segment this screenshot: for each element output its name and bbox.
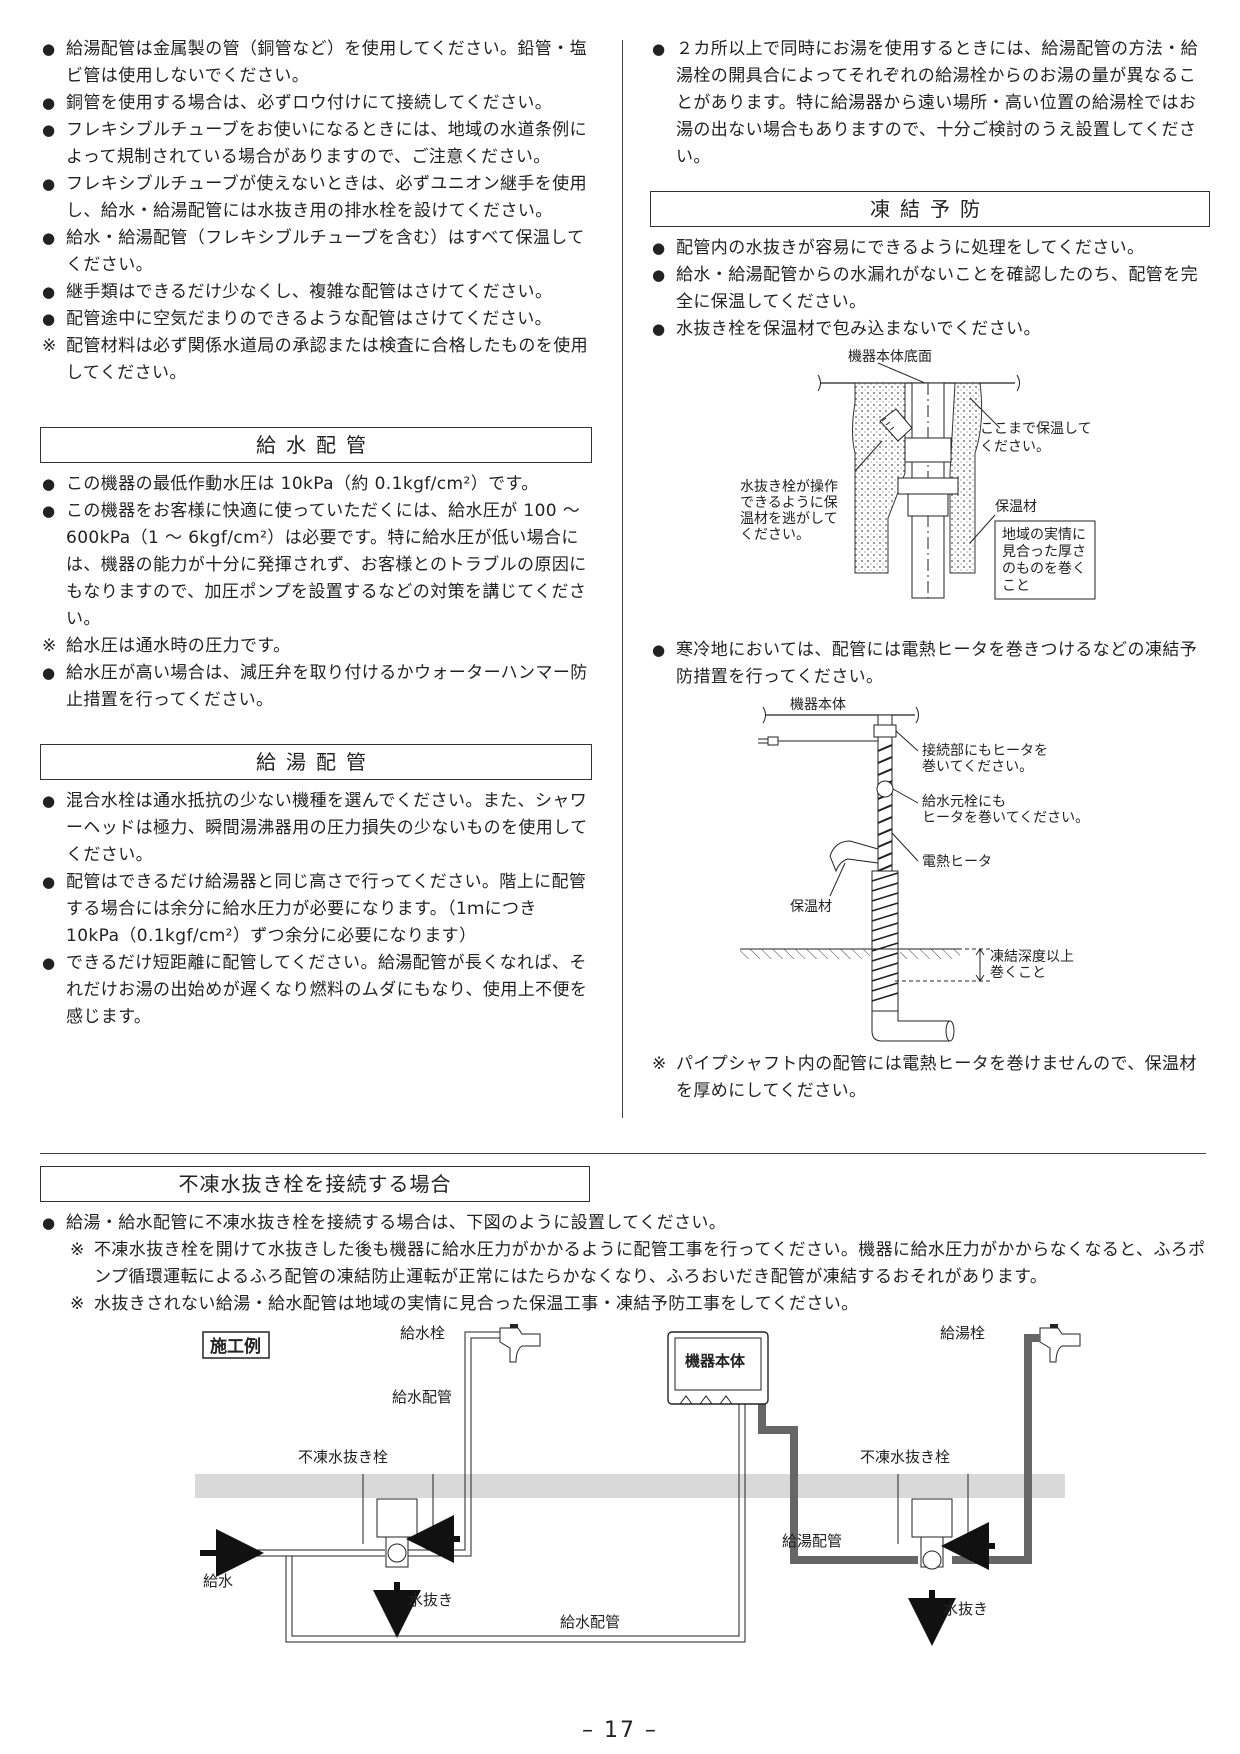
fig1-label-box-1: 地域の実情に xyxy=(1002,527,1086,543)
bullet-item: 給湯配管は金属製の管（銅管など）を使用してください。鉛管・塩ビ管は使用しないでく… xyxy=(40,36,592,90)
fig2-label-depth-1: 凍結深度以上 xyxy=(990,949,1074,965)
fig1-label-box-4: こと xyxy=(1002,578,1030,594)
note-item: 給水圧は通水時の圧力です。 xyxy=(40,633,592,660)
fig1-label-box-2: 見合った厚さ xyxy=(1002,544,1086,560)
hot-piping-heading: 給湯配管 xyxy=(40,744,592,780)
fig2-label-joint-2: 巻いてください。 xyxy=(922,759,1033,775)
freeze-prevention-heading: 凍結予防 xyxy=(650,191,1210,227)
supply-in-label: 給水 xyxy=(203,1572,233,1590)
faucet xyxy=(829,840,879,873)
hot-tap-icon xyxy=(1039,1327,1081,1363)
drain-left-label: 水抜き xyxy=(408,1591,453,1609)
heater-figure: 機器本体 xyxy=(650,691,1210,1051)
page-number: – 17 – xyxy=(582,1718,658,1743)
fig1-note-box xyxy=(994,520,1096,600)
bullet-item: 銅管を使用する場合は、必ずロウ付けにて接続してください。 xyxy=(40,90,592,117)
left-column: 給湯配管は金属製の管（銅管など）を使用してください。鉛管・塩ビ管は使用しないでく… xyxy=(40,36,592,1031)
example-tag xyxy=(202,1331,270,1359)
bullet-item: 配管内の水抜きが容易にできるように処理をしてください。 xyxy=(650,235,1210,262)
note-item: 水抜きされない給湯・給水配管は地域の実情に見合った保温工事・凍結予防工事をしてく… xyxy=(68,1291,1210,1318)
right-intro-list: ２カ所以上で同時にお湯を使用するときには、給湯配管の方法・給湯栓の開具合によって… xyxy=(650,36,1210,171)
bullet-item: できるだけ短距離に配管してください。給湯配管が長くなれば、それだけお湯の出始めが… xyxy=(40,950,592,1031)
example-label: 施工例 xyxy=(210,1336,261,1357)
pipe-shaft-note: パイプシャフト内の配管には電熱ヒータを巻けませんので、保温材を厚めにしてください… xyxy=(650,1051,1210,1105)
supply-valve xyxy=(876,780,894,798)
bullet-item: 混合水栓は通水抵抗の少ない機種を選んでください。また、シャワーヘッドは極力、瞬間… xyxy=(40,788,592,869)
hot-piping-list: 混合水栓は通水抵抗の少ない機種を選んでください。また、シャワーヘッドは極力、瞬間… xyxy=(40,788,592,1031)
hot-water-pipe xyxy=(758,1334,1040,1564)
fig2-label-material: 保温材 xyxy=(790,899,832,915)
frost-valve-list: 給湯・給水配管に不凍水抜き栓を接続する場合は、下図のように設置してください。不凍… xyxy=(40,1210,1210,1318)
insulation-right xyxy=(949,382,983,574)
bullet-item: 継手類はできるだけ少なくし、複雑な配管はさけてください。 xyxy=(40,279,592,306)
drain-valve xyxy=(879,408,913,442)
bullet-item: この機器をお客様に快適に使っていただくには、給水圧が 100 ～ 600kPa（… xyxy=(40,498,592,633)
hot-pipe-label: 給湯配管 xyxy=(782,1532,842,1550)
note-item: 配管材料は必ず関係水道局の承認または検査に合格したものを使用してください。 xyxy=(40,333,592,387)
frost-valve-section: 不凍水抜き栓を接続する場合 給湯・給水配管に不凍水抜き栓を接続する場合は、下図の… xyxy=(40,1166,1210,1658)
frost-valve-right-label: 不凍水抜き栓 xyxy=(860,1448,950,1466)
note-item: パイプシャフト内の配管には電熱ヒータを巻けませんので、保温材を厚めにしてください… xyxy=(650,1051,1210,1105)
fig1-label-drain-2: できるように保 xyxy=(740,495,838,511)
supply-piping-list: この機器の最低作動水圧は 10kPa（約 0.1kgf/cm²）です。この機器を… xyxy=(40,471,592,714)
water-pipe-upper-label: 給水配管 xyxy=(392,1388,452,1406)
column-divider xyxy=(622,40,623,1118)
bullet-item: フレキシブルチューブをお使いになるときには、地域の水道条例によって規制されている… xyxy=(40,117,592,171)
section-divider xyxy=(40,1153,1206,1154)
bullet-item: 給水・給湯配管からの水漏れがないことを確認したのち、配管を完全に保温してください… xyxy=(650,262,1210,316)
frost-valve-left-label: 不凍水抜き栓 xyxy=(298,1448,388,1466)
ground-band xyxy=(195,1474,1065,1498)
fig2-label-depth-2: 巻くこと xyxy=(990,965,1046,981)
fig2-label-unit: 機器本体 xyxy=(790,697,846,713)
bullet-item: ２カ所以上で同時にお湯を使用するときには、給湯配管の方法・給湯栓の開具合によって… xyxy=(650,36,1210,171)
fig1-label-bottom: 機器本体底面 xyxy=(848,349,932,365)
fig2-label-valve-2: ヒータを巻いてください。 xyxy=(922,810,1089,826)
water-tap-label: 給水栓 xyxy=(400,1324,445,1342)
water-tap-icon xyxy=(499,1327,541,1363)
fig1-label-material: 保温材 xyxy=(995,499,1037,515)
cold-region-list: 寒冷地においては、配管には電熱ヒータを巻きつけるなどの凍結予防措置を行ってくださ… xyxy=(650,637,1210,691)
installation-example-diagram: 施工例 xyxy=(40,1324,1210,1658)
bullet-item: 給水圧が高い場合は、減圧弁を取り付けるかウォーターハンマー防止措置を行ってくださ… xyxy=(40,660,592,714)
bullet-item: 配管途中に空気だまりのできるような配管はさけてください。 xyxy=(40,306,592,333)
frost-valve-right-body xyxy=(911,1498,953,1538)
insulation-figure: 機器本体底面 ここまで保温して ください。 水抜き栓が操 xyxy=(650,343,1210,637)
note-item: 不凍水抜き栓を開けて水抜きした後も機器に給水圧力がかかるように配管工事を行ってく… xyxy=(68,1237,1210,1291)
fig1-label-drain-3: 温材を逃がして xyxy=(740,511,838,527)
bullet-item: この機器の最低作動水圧は 10kPa（約 0.1kgf/cm²）です。 xyxy=(40,471,592,498)
hot-tap-label: 給湯栓 xyxy=(940,1324,985,1342)
bullet-item: 水抜き栓を保温材で包み込まないでください。 xyxy=(650,316,1210,343)
bullet-item: 寒冷地においては、配管には電熱ヒータを巻きつけるなどの凍結予防措置を行ってくださ… xyxy=(650,637,1210,691)
fig1-label-insulate-1: ここまで保温して xyxy=(980,421,1092,437)
fig2-label-valve-1: 給水元栓にも xyxy=(922,794,1006,810)
unit-label: 機器本体 xyxy=(685,1352,746,1370)
water-supply-pipe xyxy=(255,1549,385,1557)
bullet-item: 給湯・給水配管に不凍水抜き栓を接続する場合は、下図のように設置してください。 xyxy=(40,1210,1210,1237)
fig1-label-drain-1: 水抜き栓が操作 xyxy=(740,479,838,495)
ground xyxy=(740,949,870,959)
fig2-label-heater: 電熱ヒータ xyxy=(922,854,992,870)
right-column: ２カ所以上で同時にお湯を使用するときには、給湯配管の方法・給湯栓の開具合によって… xyxy=(650,36,1210,1105)
supply-piping-heading: 給水配管 xyxy=(40,427,592,463)
bullet-item: 配管はできるだけ給湯器と同じ高さで行ってください。階上に配管する場合には余分に給… xyxy=(40,869,592,950)
fig1-label-drain-4: ください。 xyxy=(740,527,810,543)
fig1-label-box-3: のものを巻く xyxy=(1002,561,1086,577)
left-intro-list: 給湯配管は金属製の管（銅管など）を使用してください。鉛管・塩ビ管は使用しないでく… xyxy=(40,36,592,387)
fig1-label-insulate-2: ください。 xyxy=(980,439,1050,455)
bullet-item: 給水・給湯配管（フレキシブルチューブを含む）はすべて保温してください。 xyxy=(40,225,592,279)
water-pipe-lower-label: 給水配管 xyxy=(560,1613,620,1631)
drain-right-label: 水抜き xyxy=(943,1600,988,1618)
frost-valve-left-body xyxy=(376,1498,418,1538)
frost-valve-heading: 不凍水抜き栓を接続する場合 xyxy=(40,1166,590,1202)
freeze-prevention-list: 配管内の水抜きが容易にできるように処理をしてください。給水・給湯配管からの水漏れ… xyxy=(650,235,1210,343)
bullet-item: フレキシブルチューブが使えないときは、必ずユニオン継手を使用し、給水・給湯配管に… xyxy=(40,171,592,225)
fig2-label-joint-1: 接続部にもヒータを xyxy=(922,742,1048,759)
